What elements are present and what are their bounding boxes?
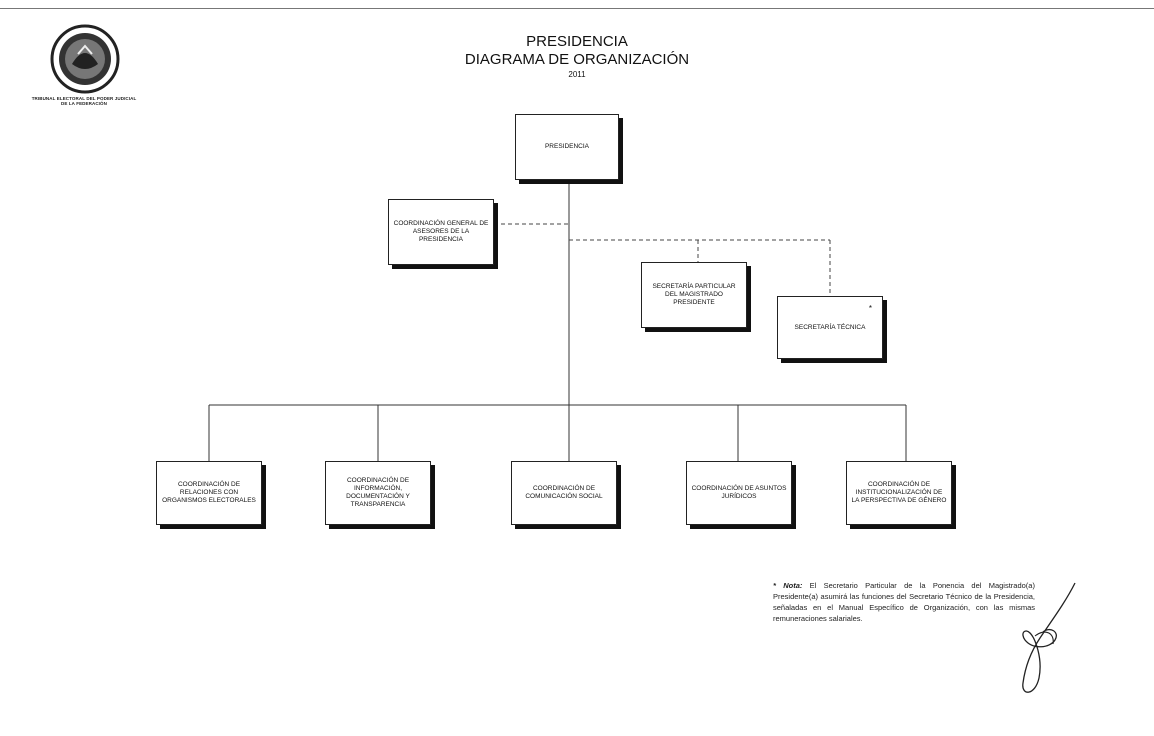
- node-comunicacion-label: COORDINACIÓN DE COMUNICACIÓN SOCIAL: [525, 485, 603, 500]
- node-relaciones: COORDINACIÓN DE RELACIONES CON ORGANISMO…: [156, 461, 262, 525]
- node-juridicos: COORDINACIÓN DE ASUNTOS JURÍDICOS: [686, 461, 792, 525]
- footnote: * Nota: El Secretario Particular de la P…: [773, 580, 1035, 624]
- institution-seal-icon: [50, 24, 120, 94]
- node-secretaria-particular-label: SECRETARÍA PARTICULAR DEL MAGISTRADO PRE…: [652, 283, 736, 306]
- node-presidencia: PRESIDENCIA: [515, 114, 619, 180]
- page-title: PRESIDENCIA: [526, 33, 628, 50]
- node-asesores: COORDINACIÓN GENERAL DE ASESORES DE LA P…: [388, 199, 494, 265]
- institution-name: TRIBUNAL ELECTORAL DEL PODER JUDICIAL DE…: [31, 96, 137, 106]
- page-subtitle: DIAGRAMA DE ORGANIZACIÓN: [464, 51, 690, 68]
- footnote-label: * Nota:: [773, 581, 803, 590]
- node-genero-label: COORDINACIÓN DE INSTITUCIONALIZACIÓN DE …: [851, 481, 947, 504]
- top-rule: [0, 8, 1154, 9]
- node-comunicacion: COORDINACIÓN DE COMUNICACIÓN SOCIAL: [511, 461, 617, 525]
- node-informacion-label: COORDINACIÓN DE INFORMACIÓN, DOCUMENTACI…: [346, 477, 410, 508]
- node-secretaria-tecnica-label: SECRETARÍA TÉCNICA: [794, 323, 866, 331]
- footnote-text: El Secretario Particular de la Ponencia …: [773, 581, 1035, 623]
- node-relaciones-label: COORDINACIÓN DE RELACIONES CON ORGANISMO…: [162, 481, 256, 504]
- node-juridicos-label: COORDINACIÓN DE ASUNTOS JURÍDICOS: [691, 485, 787, 500]
- year-label: 2011: [568, 70, 586, 79]
- node-informacion: COORDINACIÓN DE INFORMACIÓN, DOCUMENTACI…: [325, 461, 431, 525]
- node-asesores-label: COORDINACIÓN GENERAL DE ASESORES DE LA P…: [393, 220, 489, 243]
- node-presidencia-label: PRESIDENCIA: [544, 143, 590, 150]
- node-secretaria-particular: SECRETARÍA PARTICULAR DEL MAGISTRADO PRE…: [641, 262, 747, 328]
- signature-icon: [1022, 582, 1076, 693]
- node-genero: COORDINACIÓN DE INSTITUCIONALIZACIÓN DE …: [846, 461, 952, 525]
- footnote-marker: *: [868, 304, 872, 313]
- node-secretaria-tecnica: SECRETARÍA TÉCNICA *: [777, 296, 883, 359]
